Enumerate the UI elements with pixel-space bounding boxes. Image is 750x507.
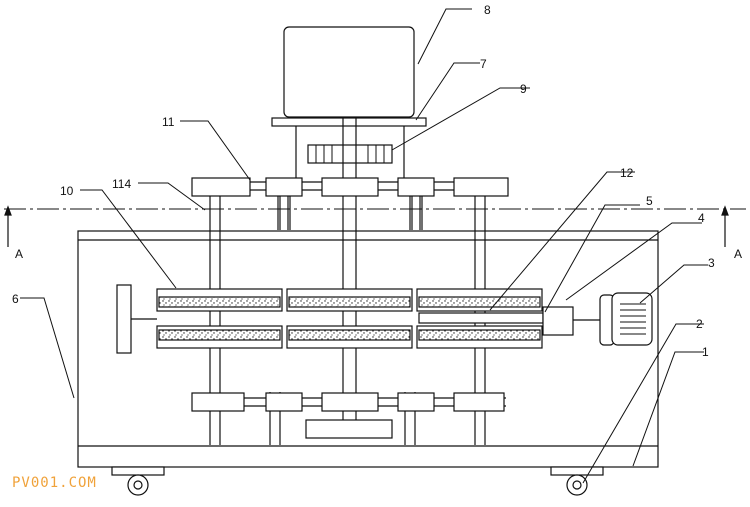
section-label-left: A — [15, 247, 23, 261]
callout-5: 5 — [646, 194, 653, 208]
upper-gear-5 — [453, 177, 509, 197]
callout-12: 12 — [620, 166, 634, 180]
section-label-right: A — [734, 247, 742, 261]
watermark: PV001.COM — [12, 475, 97, 491]
gear-teeth — [315, 145, 385, 163]
side-motor — [611, 292, 653, 346]
callout-9: 9 — [520, 82, 527, 96]
cabinet-frame — [77, 230, 659, 468]
callout-7: 7 — [480, 57, 487, 71]
upper-gear-2 — [265, 177, 303, 197]
lower-roller-row — [156, 325, 543, 349]
lower-gear-1 — [191, 392, 245, 412]
caster-right — [550, 466, 604, 496]
coupling — [542, 306, 574, 336]
drive-gear — [307, 144, 393, 164]
upper-gear-3 — [321, 177, 379, 197]
callout-3: 3 — [708, 256, 715, 270]
callout-8: 8 — [484, 3, 491, 17]
top-motor — [283, 26, 415, 118]
upper-gear-1 — [191, 177, 251, 197]
lower-gear-3 — [321, 392, 379, 412]
section-arrowhead-right — [721, 205, 729, 216]
roller-insert — [418, 312, 544, 324]
callout-10: 10 — [60, 184, 74, 198]
mounting-plate — [271, 117, 427, 127]
callout-114: 114 — [112, 177, 131, 191]
lower-gear-5 — [453, 392, 505, 412]
upper-roller-row — [156, 288, 543, 312]
upper-gear-4 — [397, 177, 435, 197]
callout-6: 6 — [12, 292, 19, 306]
section-arrowhead-left — [4, 205, 12, 216]
side-motor-fins — [620, 303, 646, 335]
end-plate — [116, 284, 132, 354]
callout-11: 11 — [162, 115, 175, 129]
leader-lines — [20, 8, 708, 484]
callout-4: 4 — [698, 211, 705, 225]
lower-gear-4 — [397, 392, 435, 412]
bottom-bearing — [305, 419, 393, 439]
callout-1: 1 — [702, 345, 709, 359]
lower-gear-2 — [265, 392, 303, 412]
callout-2: 2 — [696, 317, 703, 331]
caster-left — [111, 466, 165, 496]
